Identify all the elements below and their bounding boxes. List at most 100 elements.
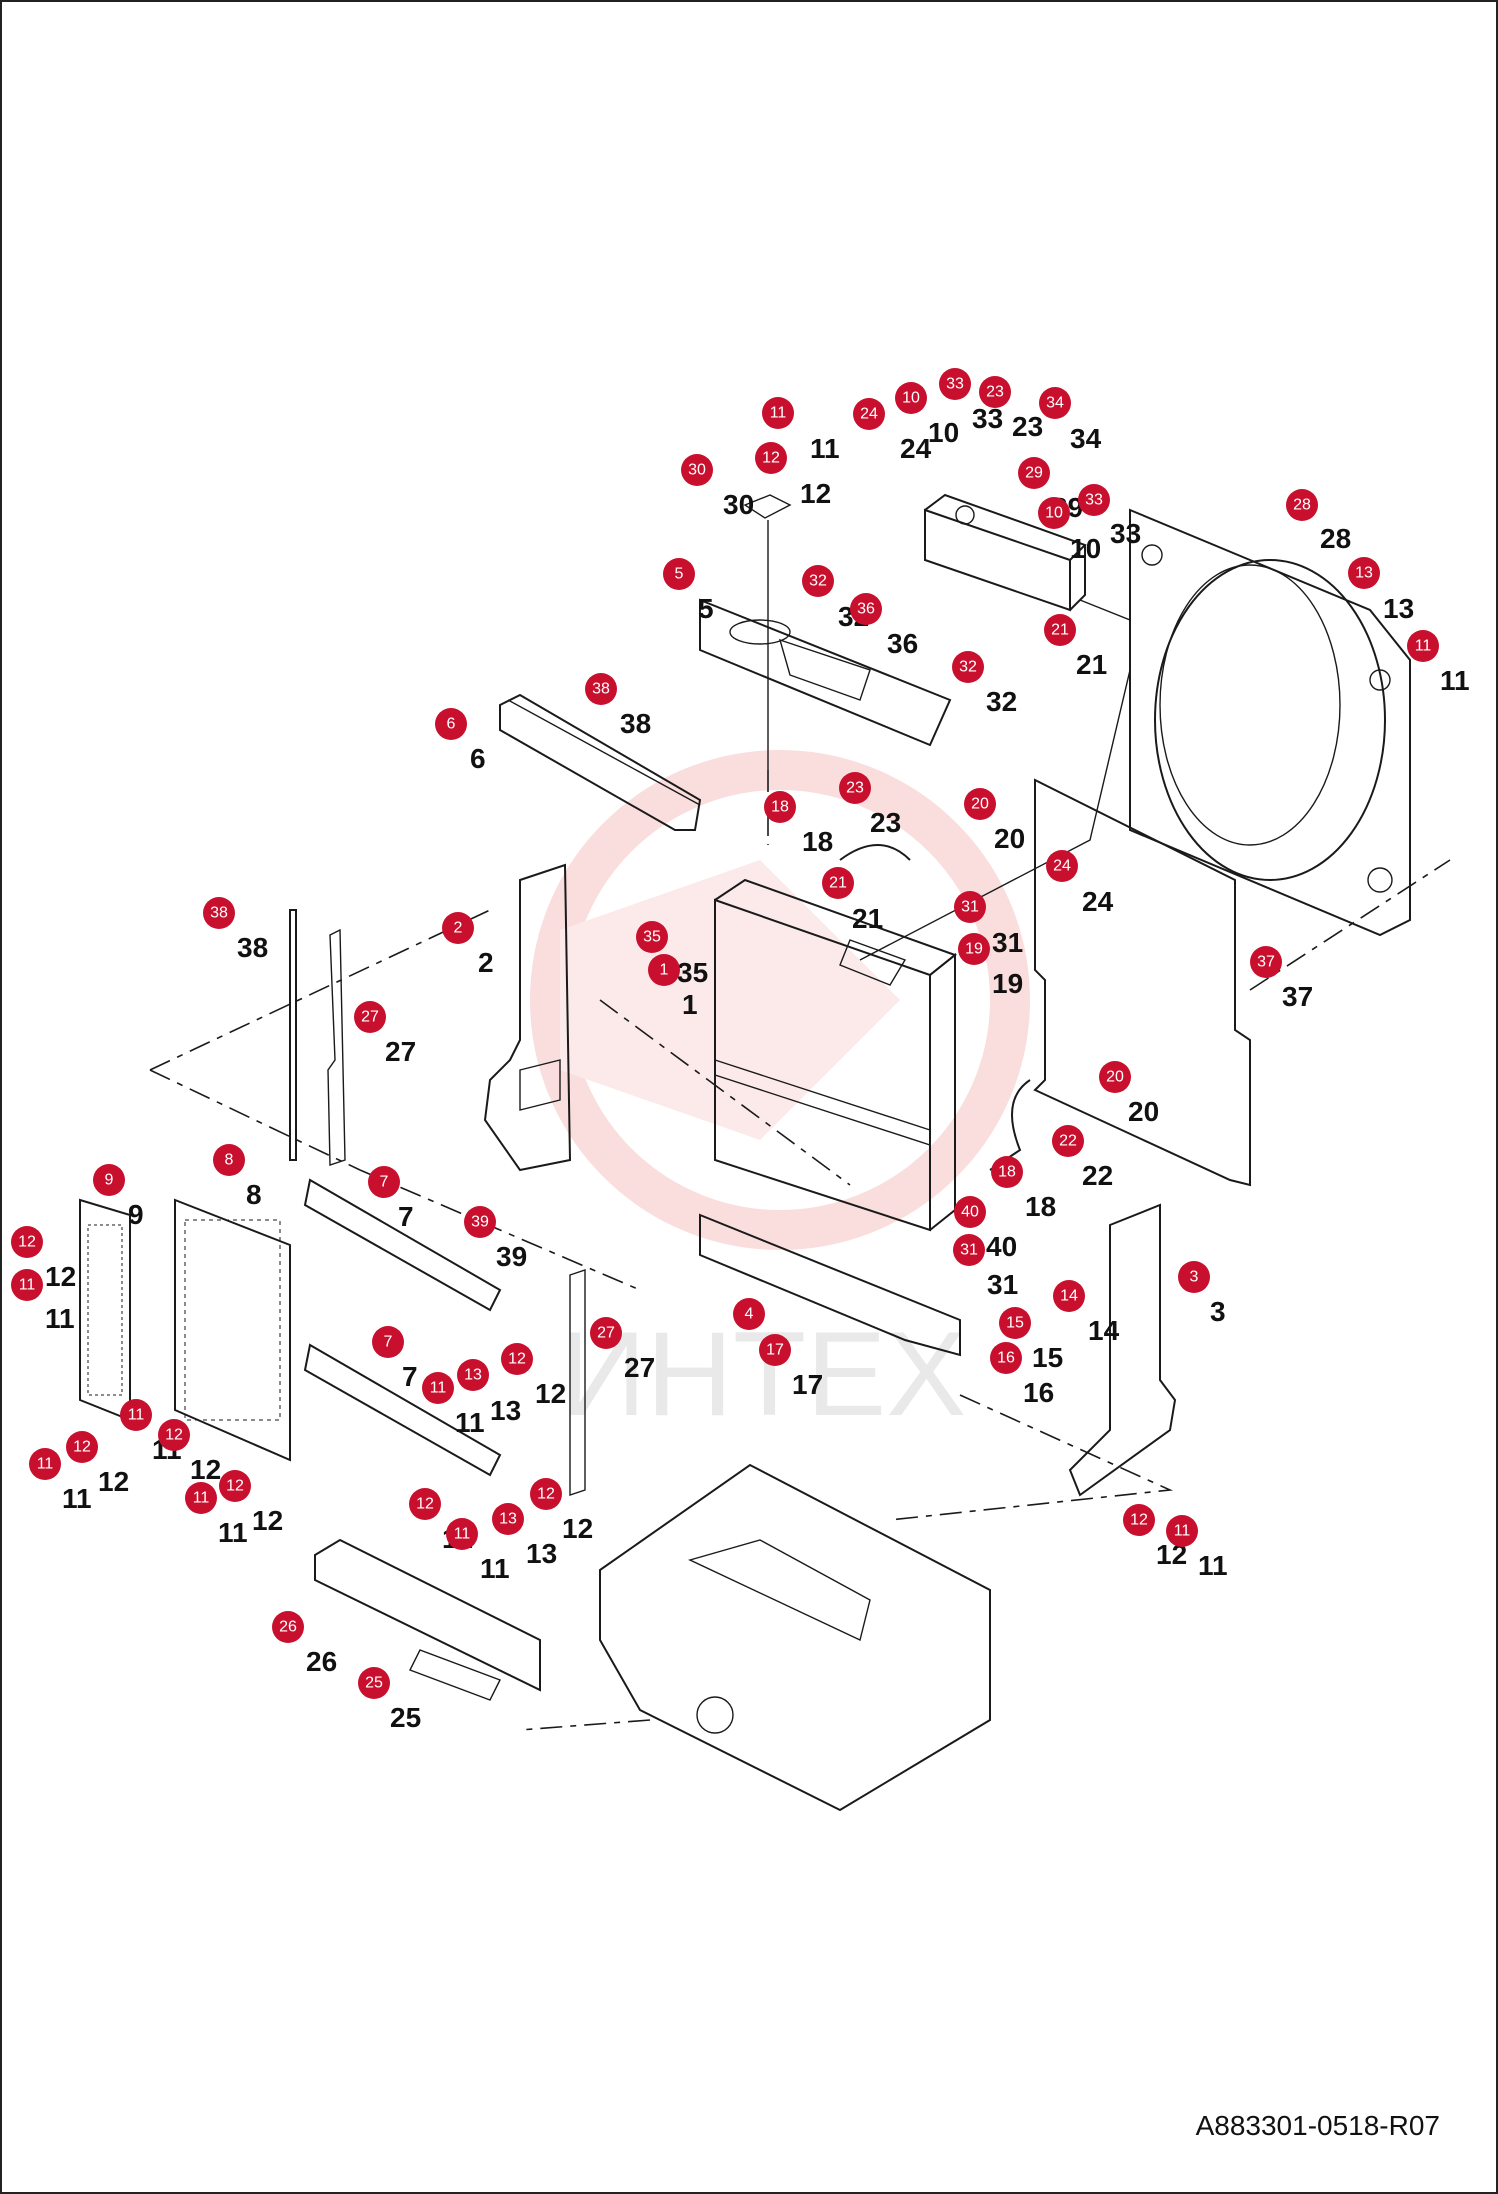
callout-badge [648,954,680,986]
part-number: 17 [792,1369,823,1400]
part-number: 32 [986,686,1017,717]
part-number: 11 [218,1517,248,1548]
callout-badge [158,1419,190,1451]
part-number: 28 [1320,523,1351,554]
callout-badge-label: 1 [660,962,669,979]
callout-badge-label: 23 [846,780,864,797]
part-number: 13 [490,1395,521,1426]
callout-badge [1046,850,1078,882]
callout-group: 1111121230302424101033332323343429291010… [11,368,1470,1733]
callout-badge-label: 17 [766,1342,784,1359]
callout-badge-label: 9 [105,1172,114,1189]
callout-badge [681,454,713,486]
callout-badge [457,1359,489,1391]
callout-badge [802,565,834,597]
callout-badge-label: 12 [416,1496,434,1513]
callout-badge-label: 6 [447,716,456,733]
callout-badge [764,791,796,823]
callout-badge [850,593,882,625]
callout-28: 28 28 [1286,489,1351,554]
callout-badge [952,651,984,683]
part-number: 24 [1082,886,1114,917]
callout-badge-label: 20 [971,796,989,813]
callout-badge-label: 7 [380,1174,389,1191]
part-number: 12 [535,1378,566,1409]
part-number: 1 [682,989,698,1020]
callout-9: 99 [93,1164,144,1230]
callout-badge-label: 34 [1046,395,1064,412]
part-number: 15 [1032,1342,1063,1373]
callout-badge [464,1206,496,1238]
callout-badge [1039,387,1071,419]
line-art [79,493,1411,1812]
callout-badge [185,1482,217,1514]
callout-badge-label: 12 [226,1478,244,1495]
callout-badge [1052,1125,1084,1157]
callout-badge-label: 11 [770,405,787,422]
callout-badge-label: 24 [860,406,878,423]
callout-badge [853,398,885,430]
callout-badge-label: 11 [193,1490,210,1507]
callout-badge [954,1196,986,1228]
callout-badge-label: 27 [361,1009,379,1026]
callout-badge [1038,497,1070,529]
part-number: 19 [992,968,1023,999]
part-number: 31 [987,1269,1018,1300]
part-number: 12 [252,1505,283,1536]
callout-badge [1123,1504,1155,1536]
part-number: 18 [802,826,833,857]
part-number: 6 [470,743,486,774]
part-number: 20 [994,823,1025,854]
part-number: 31 [992,927,1023,958]
part-number: 12 [562,1513,593,1544]
part-number: 10 [1070,533,1101,564]
callout-badge-label: 25 [365,1675,383,1692]
callout-badge [1018,457,1050,489]
part-number: 38 [237,932,268,963]
callout-badge-label: 12 [165,1427,183,1444]
part-number: 12 [98,1466,129,1497]
part-number: 13 [1383,593,1414,624]
callout-badge [219,1470,251,1502]
callout-2: 22 [442,912,494,978]
callout-badge-label: 12 [1130,1512,1148,1529]
part-number: 21 [852,903,883,934]
callout-badge-label: 24 [1053,858,1071,875]
callout-badge-label: 18 [771,799,789,816]
callout-3: 33 [1178,1261,1226,1327]
callout-badge [11,1269,43,1301]
callout-badge [759,1334,791,1366]
callout-badge-label: 7 [384,1334,393,1351]
callout-badge-label: 28 [1293,497,1311,514]
callout-badge-label: 31 [960,1242,978,1259]
callout-badge [530,1478,562,1510]
part-number: 27 [624,1352,655,1383]
part-number: 3 [1210,1296,1226,1327]
callout-badge-label: 36 [857,601,875,618]
callout-badge [991,1156,1023,1188]
callout-8: 88 [213,1144,262,1210]
callout-badge-label: 15 [1006,1315,1024,1332]
callout-badge [585,673,617,705]
callout-badge-label: 5 [675,566,684,583]
callout-badge-label: 33 [946,376,964,393]
callout-badge-label: 3 [1190,1269,1199,1286]
watermark-logo [530,750,1030,1250]
callout-badge-label: 29 [1025,465,1043,482]
part-number: 16 [1023,1377,1054,1408]
